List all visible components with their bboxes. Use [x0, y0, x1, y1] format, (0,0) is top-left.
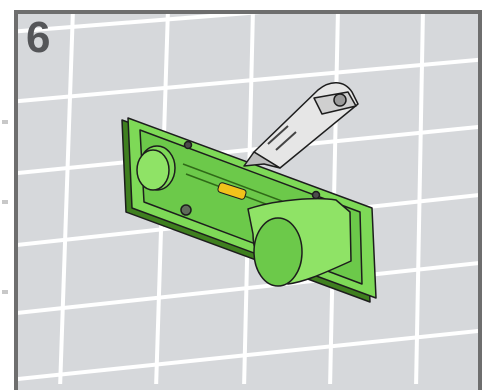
- spirit-level-icon: [217, 182, 247, 200]
- tile-wall: [18, 14, 478, 384]
- edge-mark: [2, 290, 8, 294]
- left-edge-strip: [0, 0, 14, 376]
- step-number: 6: [26, 13, 51, 62]
- utility-knife-icon: [243, 82, 359, 169]
- edge-mark: [2, 120, 8, 124]
- instruction-illustration: [18, 14, 478, 384]
- instruction-panel: 6: [14, 10, 482, 390]
- wall-mounting-template-icon: [121, 117, 377, 303]
- edge-mark: [2, 200, 8, 204]
